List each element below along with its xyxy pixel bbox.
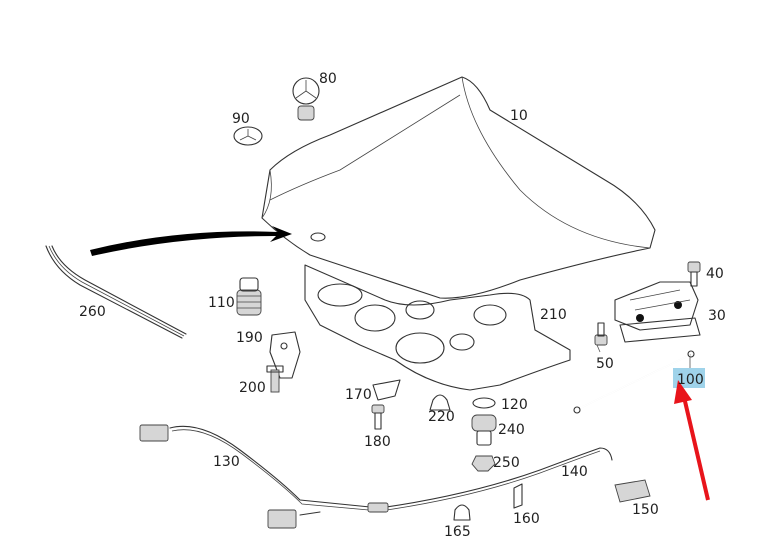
release-cable-part-140 xyxy=(367,447,613,513)
label-120: 120 xyxy=(501,397,528,413)
label-165: 165 xyxy=(444,524,471,540)
label-200: 200 xyxy=(239,380,266,396)
clip-part-170 xyxy=(372,379,401,401)
label-240: 240 xyxy=(498,422,525,438)
buffer-part-110 xyxy=(236,277,262,316)
holder-part-150 xyxy=(614,479,651,503)
hood-part-10 xyxy=(261,76,656,299)
label-110: 110 xyxy=(208,295,235,311)
label-210: 210 xyxy=(540,307,567,323)
holder-part-160 xyxy=(513,483,523,509)
label-50: 50 xyxy=(596,356,614,372)
gas-strut-part-100 xyxy=(573,350,695,414)
nut-part-250 xyxy=(471,455,496,472)
label-220: 220 xyxy=(428,409,455,425)
label-150: 150 xyxy=(632,502,659,518)
label-180: 180 xyxy=(364,434,391,450)
label-30: 30 xyxy=(708,308,726,324)
label-190: 190 xyxy=(236,330,263,346)
screw-part-50 xyxy=(594,322,608,346)
seal-strip-part-260 xyxy=(45,245,187,339)
label-100: 100 xyxy=(677,372,704,388)
pointer-arrow xyxy=(90,226,292,256)
hood-liner-part-210 xyxy=(304,264,571,391)
hood-star-part-80 xyxy=(292,77,320,121)
part-labels: 10 30 40 50 80 90 100 110 120 130 140 15… xyxy=(79,71,726,540)
clip-part-220 xyxy=(429,394,451,411)
clip-part-165 xyxy=(453,504,471,521)
release-cable-part-130 xyxy=(139,424,381,529)
highlight-box xyxy=(673,368,705,388)
bolt-part-200 xyxy=(266,365,284,393)
red-annotation-arrow xyxy=(674,380,710,501)
label-90: 90 xyxy=(232,111,250,127)
label-140: 140 xyxy=(561,464,588,480)
label-250: 250 xyxy=(493,455,520,471)
badge-part-90 xyxy=(233,126,263,146)
label-10: 10 xyxy=(510,108,528,124)
label-170: 170 xyxy=(345,387,372,403)
label-160: 160 xyxy=(513,511,540,527)
bolt-part-40 xyxy=(687,261,701,287)
label-40: 40 xyxy=(706,266,724,282)
lock-bracket-part-190 xyxy=(269,331,301,379)
label-80: 80 xyxy=(319,71,337,87)
screw-part-180 xyxy=(371,404,385,430)
label-260: 260 xyxy=(79,304,106,320)
buffer-part-240 xyxy=(471,414,497,446)
label-130: 130 xyxy=(213,454,240,470)
hinge-part-30 xyxy=(614,281,701,343)
washer-part-120 xyxy=(472,397,496,409)
